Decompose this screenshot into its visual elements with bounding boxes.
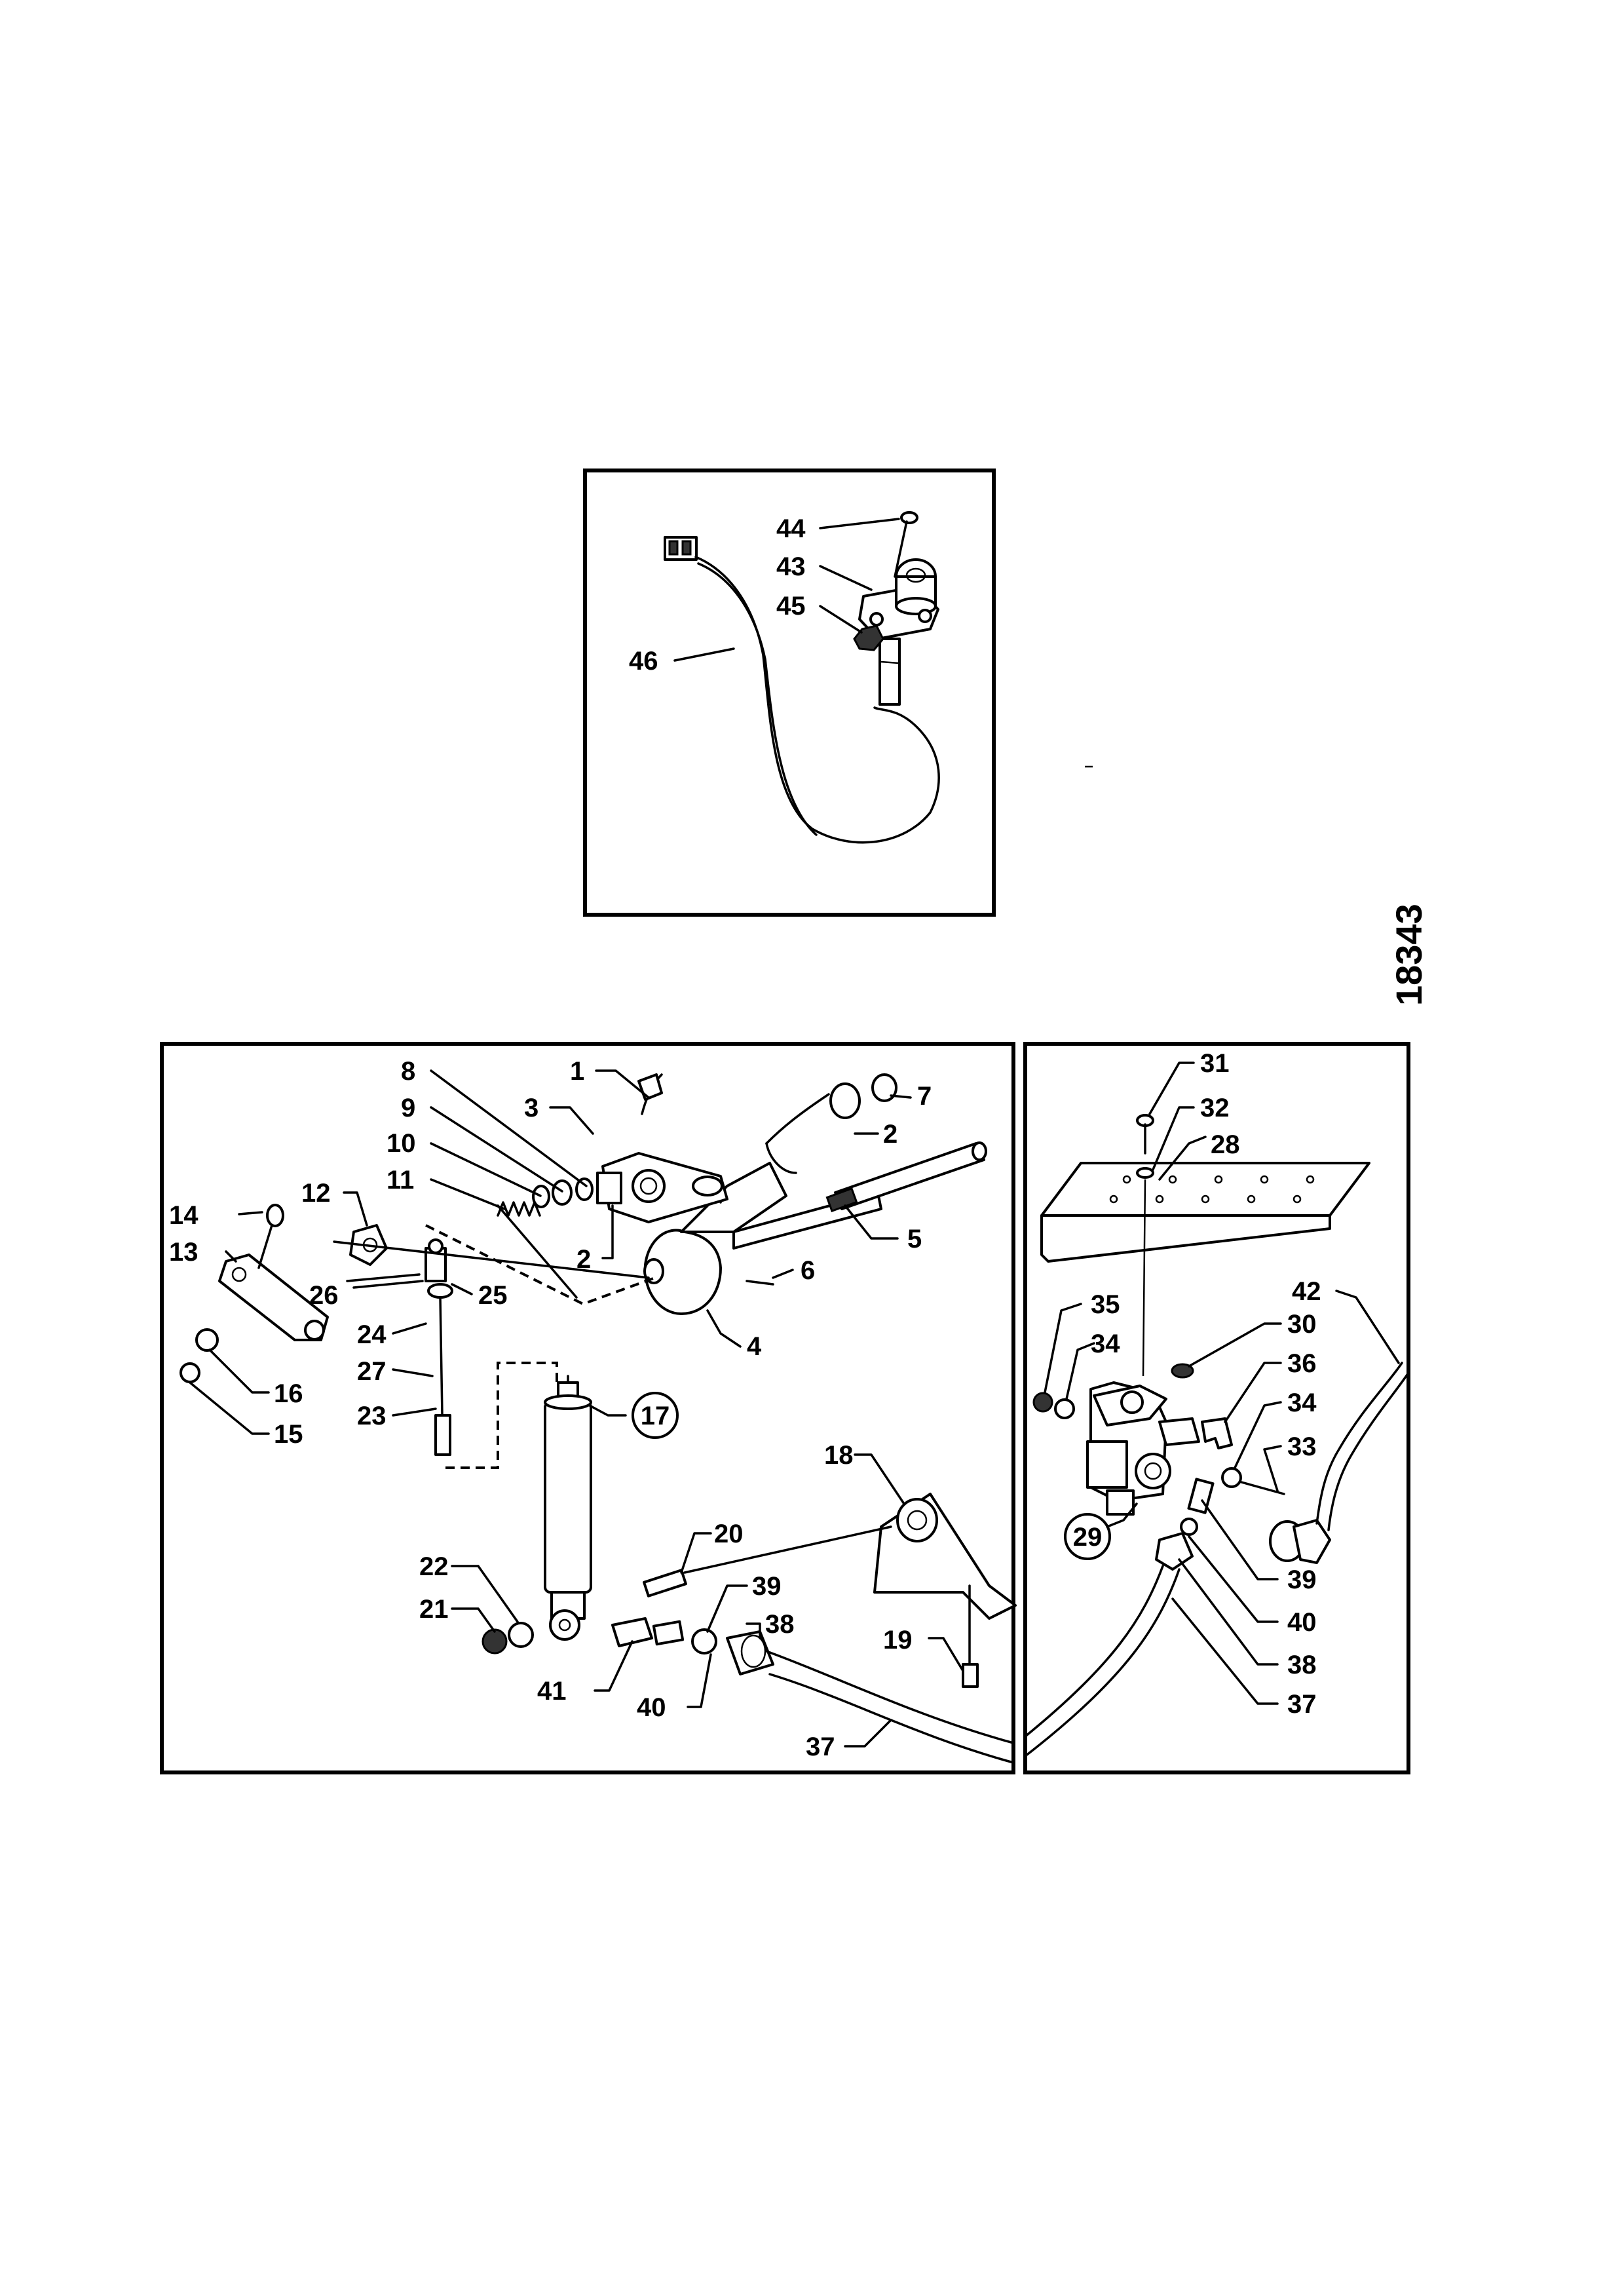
callout-27: 27 [357, 1357, 387, 1386]
valve-body [596, 1073, 728, 1223]
callout-46: 46 [629, 647, 658, 676]
hose-37-left [765, 1650, 1015, 1764]
callout-8: 8 [401, 1057, 415, 1086]
callout-40-right: 40 [1287, 1608, 1317, 1637]
washer-34-right [1221, 1467, 1242, 1488]
callout-9: 9 [401, 1094, 415, 1122]
callout-37-left: 37 [806, 1732, 835, 1761]
screw-6 [746, 1280, 774, 1286]
callout-25: 25 [478, 1281, 508, 1310]
shock-absorber [544, 1375, 592, 1641]
nut-16 [195, 1328, 219, 1352]
hose-fittings-left [611, 1617, 774, 1675]
link-arm [218, 1204, 329, 1341]
callout-6: 6 [801, 1256, 815, 1285]
callout-23: 23 [357, 1402, 387, 1430]
callout-29-circled: 29 [1064, 1513, 1111, 1560]
pin-5 [825, 1141, 987, 1213]
callout-44: 44 [776, 514, 806, 543]
leveling-valve [1086, 1381, 1200, 1516]
nut-38-right [1155, 1532, 1194, 1571]
bushing-2-top [829, 1073, 897, 1119]
callout-38-right: 38 [1287, 1651, 1317, 1679]
washer-32 [1136, 1167, 1154, 1179]
callout-35: 35 [1091, 1290, 1120, 1319]
callout-36: 36 [1287, 1349, 1317, 1378]
callout-5: 5 [907, 1225, 922, 1253]
fitting-36 [1201, 1417, 1233, 1449]
hose-42 [1315, 1362, 1410, 1531]
callout-37-right: 37 [1287, 1690, 1317, 1719]
stud-20 [643, 1569, 687, 1598]
sensor-inset-frame [583, 469, 996, 917]
callout-34-right: 34 [1287, 1388, 1317, 1417]
dashed-guide-rod [445, 1362, 558, 1469]
bolt-33 [1240, 1481, 1285, 1495]
callout-40-left: 40 [637, 1693, 666, 1722]
callout-10: 10 [387, 1129, 416, 1158]
callout-45: 45 [776, 592, 806, 621]
washer-35 [1032, 1392, 1053, 1413]
bolt-44 [894, 511, 918, 578]
sensor-body [858, 558, 939, 706]
callout-26: 26 [309, 1281, 339, 1310]
valve-assembly: 31 32 28 35 34 30 36 34 33 42 29 39 40 3… [1023, 1042, 1410, 1774]
callout-19: 19 [883, 1626, 913, 1655]
washer-8 [575, 1177, 594, 1201]
washer-34-left [1054, 1398, 1075, 1419]
connector-plug [664, 536, 698, 561]
spring-11 [497, 1201, 541, 1217]
callout-4: 4 [747, 1332, 762, 1361]
sensor-inset: 44 43 45 46 [583, 469, 1093, 917]
callout-32: 32 [1200, 1094, 1230, 1122]
elbow-fitting [1269, 1519, 1331, 1564]
washer-9 [552, 1179, 573, 1206]
washer-30 [1171, 1363, 1194, 1379]
callout-13: 13 [169, 1238, 198, 1267]
callout-2-bottom: 2 [576, 1245, 591, 1274]
callout-7: 7 [917, 1082, 932, 1111]
callout-42: 42 [1292, 1277, 1321, 1306]
callout-20: 20 [714, 1520, 744, 1548]
callout-30: 30 [1287, 1310, 1317, 1339]
callout-43: 43 [776, 552, 806, 581]
callout-1: 1 [570, 1057, 584, 1086]
callout-29: 29 [1073, 1523, 1103, 1552]
drawing-number: 18343 [1388, 904, 1429, 1006]
callout-2-top: 2 [883, 1120, 897, 1149]
callout-12: 12 [301, 1179, 331, 1208]
callout-38-left: 38 [765, 1610, 795, 1639]
callout-22: 22 [419, 1552, 449, 1581]
angle-bracket [1040, 1162, 1370, 1263]
washer-40-right [1180, 1518, 1198, 1536]
callout-17: 17 [641, 1402, 670, 1430]
callout-14: 14 [169, 1201, 198, 1230]
mount-bracket [873, 1493, 1017, 1688]
callout-24: 24 [357, 1320, 387, 1349]
callout-18: 18 [824, 1441, 854, 1470]
washer-15 [179, 1362, 200, 1383]
washer-21 [482, 1628, 508, 1655]
callout-15: 15 [274, 1420, 303, 1449]
dashed-guide-arm [425, 1224, 656, 1306]
callout-11: 11 [387, 1166, 414, 1195]
valve-frame [1023, 1042, 1410, 1774]
main-assembly: 8 9 10 11 1 3 7 2 2 5 6 4 12 14 13 26 25… [160, 1042, 1017, 1774]
hose-37-right [1024, 1565, 1180, 1757]
washer-22 [508, 1622, 534, 1648]
callout-33: 33 [1287, 1432, 1317, 1461]
callout-41: 41 [537, 1677, 567, 1706]
callout-34-left: 34 [1091, 1330, 1120, 1358]
callout-39-left: 39 [752, 1572, 782, 1601]
callout-39-right: 39 [1287, 1565, 1317, 1594]
callout-17-circled: 17 [632, 1392, 679, 1439]
callout-3: 3 [524, 1094, 538, 1122]
fitting-39-right [1187, 1478, 1215, 1514]
main-frame [160, 1042, 1015, 1774]
callout-21: 21 [419, 1595, 449, 1624]
callout-28: 28 [1211, 1130, 1240, 1159]
callout-16: 16 [274, 1379, 303, 1408]
callout-31: 31 [1200, 1049, 1230, 1078]
